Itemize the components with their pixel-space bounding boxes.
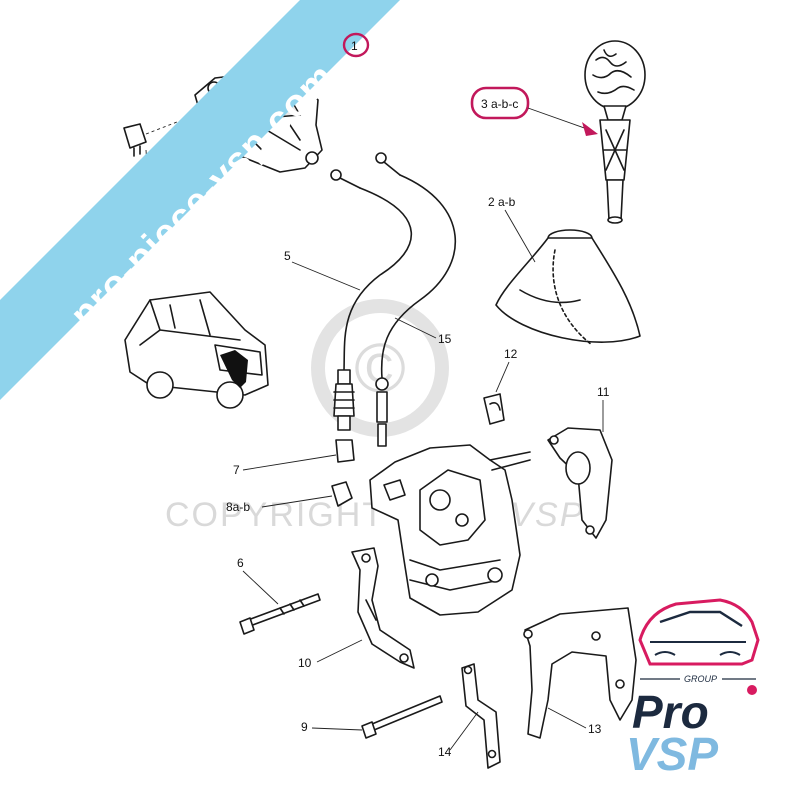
car-locator-thumbnail	[124, 291, 269, 409]
callout-7: 7	[233, 454, 337, 477]
callout-2-label: 2 a-b	[488, 195, 516, 209]
logo-car-outline	[638, 598, 760, 666]
callout-13: 13	[547, 707, 602, 736]
part-2-gear-boot	[495, 229, 641, 346]
logo-vsp: VSP	[626, 728, 718, 780]
part-7-cable-end-clip	[335, 439, 355, 463]
part-13-support-bracket	[523, 607, 637, 739]
callout-14: 14	[438, 711, 479, 759]
part-9-bolt	[361, 695, 443, 739]
callout-6: 6	[237, 556, 279, 605]
callout-3: 3 a-b-c	[470, 86, 598, 136]
callout-3-arrowhead	[582, 122, 598, 136]
callout-3-label: 3 a-b-c	[481, 97, 518, 111]
callout-8-label: 8a-b	[226, 500, 250, 514]
callout-12: 12	[495, 347, 518, 393]
logo-dot	[747, 685, 757, 695]
logo-group: GROUP	[684, 674, 717, 684]
copyright-text: COPYRIGHT	[165, 496, 385, 534]
callout-2: 2 a-b	[488, 195, 536, 263]
callout-9-label: 9	[301, 720, 308, 734]
part-8-small-bracket	[331, 481, 353, 507]
part-11-bracket	[547, 427, 613, 539]
part-sensor-switch-a	[123, 114, 196, 157]
callout-15: 15	[394, 317, 452, 346]
callout-11: 11	[597, 385, 610, 432]
callout-8: 8a-b	[226, 495, 333, 514]
callout-12-label: 12	[504, 347, 518, 361]
logo-pro: Pro	[632, 686, 709, 738]
pro-vsp-logo: GROUP Pro VSP	[626, 598, 760, 780]
callout-5: 5	[284, 249, 361, 291]
part-10-mounting-bracket	[351, 547, 415, 669]
part-12-cable-clip	[483, 393, 505, 425]
callout-14-label: 14	[438, 745, 452, 759]
part-5-selector-cable	[330, 169, 413, 431]
callout-15-label: 15	[438, 332, 452, 346]
callout-5-label: 5	[284, 249, 291, 263]
callout-1-label: 1	[351, 39, 358, 53]
callout-13-label: 13	[588, 722, 602, 736]
callout-7-label: 7	[233, 463, 240, 477]
part-6-long-bolt	[239, 593, 321, 635]
part-3-gear-knob-lever	[584, 40, 646, 224]
gearbox-casing	[369, 444, 531, 616]
callout-11-label: 11	[597, 385, 610, 399]
part-14-plate-bracket	[461, 663, 501, 769]
callout-10-label: 10	[298, 656, 312, 670]
callout-9: 9	[301, 720, 363, 734]
banner-stripe	[0, 0, 400, 400]
callout-6-label: 6	[237, 556, 244, 570]
callout-3-highlight	[470, 86, 530, 120]
callout-10: 10	[298, 639, 363, 670]
callout-1: 1	[342, 32, 370, 58]
part-15-shift-cable	[375, 152, 457, 447]
